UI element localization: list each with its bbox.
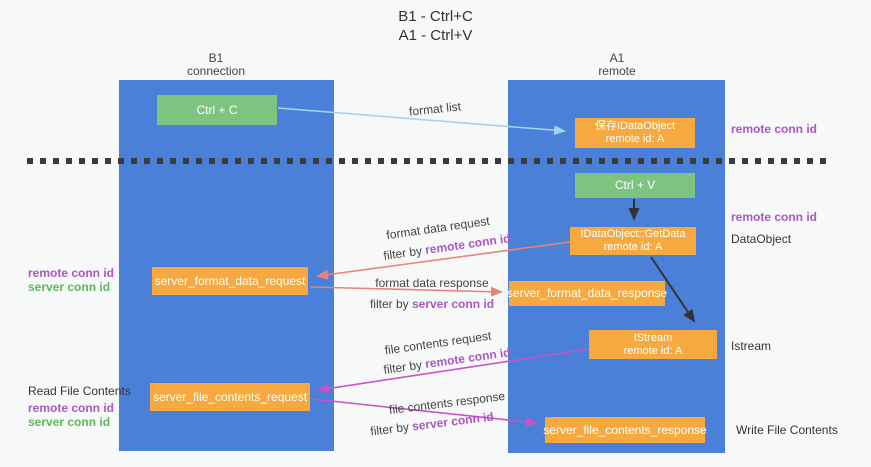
getdata-line2: remote id: A <box>603 241 663 253</box>
format-data-response-label: format data response <box>375 276 489 290</box>
ctrl-c-label: Ctrl + C <box>196 102 238 117</box>
remote-conn-id-text: remote conn id <box>28 266 115 280</box>
diagram-title: B1 - Ctrl+C A1 - Ctrl+V <box>0 7 871 45</box>
left-column-name: B1 <box>208 51 224 65</box>
filter-by-text: filter by <box>369 419 410 439</box>
server-file-contents-response-box: server_file_contents_response <box>543 417 707 443</box>
left-column-role: connection <box>186 64 246 78</box>
istream-box: IStream remote id: A <box>589 330 717 359</box>
filter-by-text: filter by <box>369 297 409 311</box>
right-column-role: remote <box>598 64 636 78</box>
read-file-contents-text: Read File Contents <box>28 384 131 398</box>
save-idataobject-line1: 保存IDataObject <box>594 120 676 132</box>
title-line-2: A1 - Ctrl+V <box>398 27 473 44</box>
save-idataobject-line2: remote id: A <box>605 133 665 145</box>
remote-conn-id-text: remote conn id <box>28 401 115 415</box>
server-conn-id-text: server conn id <box>411 409 495 434</box>
server-file-contents-request-box: server_file_contents_request <box>150 383 310 411</box>
server-file-contents-request-label: server_file_contents_request <box>152 389 308 404</box>
istream-line2: remote id: A <box>623 344 683 357</box>
server-file-contents-response-label: server_file_contents_response <box>543 422 707 437</box>
format-list-label: format list <box>408 99 462 119</box>
title-line-1: B1 - Ctrl+C <box>398 8 473 25</box>
left-column-header: B1 connection <box>156 52 276 78</box>
istream-line1: IStream <box>633 331 673 344</box>
server-conn-id-text: server conn id <box>412 297 495 311</box>
ctrl-v-box: Ctrl + V <box>575 173 695 198</box>
format-data-response-filter-label: filter by server conn id <box>352 297 512 311</box>
getdata-line1: IDataObject::GetData <box>580 228 686 240</box>
left-file-ids-label: Read File Contents remote conn id server… <box>28 384 131 429</box>
server-conn-id-text: server conn id <box>28 415 111 429</box>
server-format-data-response-box: server_format_data_response <box>506 281 668 306</box>
right-write-file-contents-label: Write File Contents <box>736 423 838 437</box>
getdata-box: IDataObject::GetData remote id: A <box>570 227 696 255</box>
right-istream-label: Istream <box>731 339 772 353</box>
right-column-header: A1 remote <box>557 52 677 78</box>
server-format-data-request-label: server_format_data_request <box>154 273 306 288</box>
ctrl-v-label: Ctrl + V <box>614 178 656 192</box>
server-conn-id-text: server conn id <box>28 280 111 294</box>
right-dataobject-label: DataObject <box>731 232 792 246</box>
filter-by-text: filter by <box>382 243 423 263</box>
right-remote-conn-id-top: remote conn id <box>731 122 818 136</box>
ctrl-c-box: Ctrl + C <box>157 95 277 125</box>
right-remote-conn-id-paste: remote conn id <box>731 210 818 224</box>
filter-by-text: filter by <box>382 357 423 377</box>
left-format-ids-label: remote conn id server conn id <box>28 266 114 294</box>
save-idataobject-box: 保存IDataObject remote id: A <box>575 118 695 148</box>
server-format-data-request-box: server_format_data_request <box>152 267 308 295</box>
server-format-data-response-label: server_format_data_response <box>506 286 668 300</box>
right-column-name: A1 <box>609 51 625 65</box>
